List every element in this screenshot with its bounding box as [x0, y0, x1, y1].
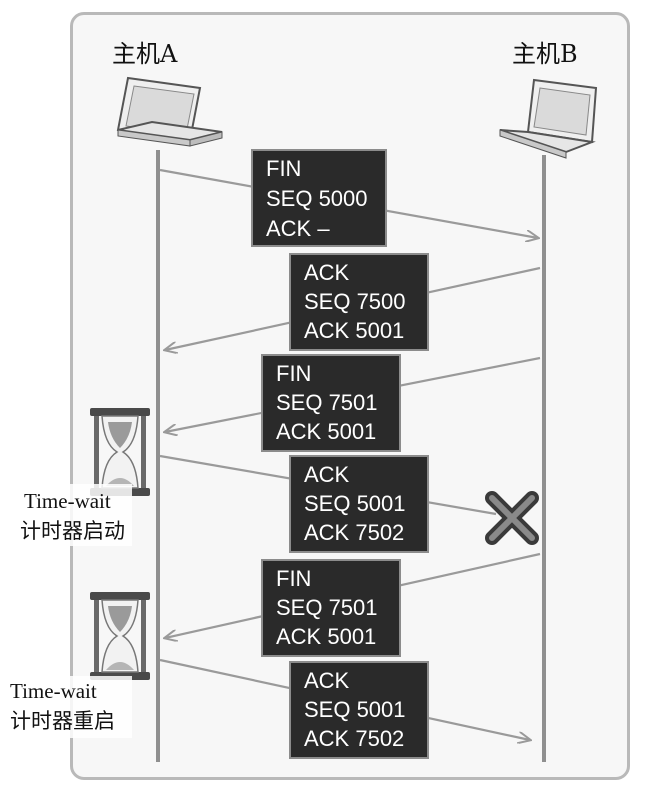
packet-line: SEQ 5000 [266, 186, 368, 211]
packet-line: ACK [304, 668, 350, 693]
laptop-icon [499, 78, 598, 159]
packet-line: ACK [304, 462, 350, 487]
packet-box: FIN SEQ 5000 ACK – [251, 149, 387, 247]
packet-line: FIN [266, 156, 301, 181]
packet-line: SEQ 5001 [304, 697, 406, 722]
packet-line: FIN [276, 361, 311, 386]
timer-label-backing [16, 484, 132, 546]
packet-line: ACK 5001 [304, 318, 404, 343]
packet-line: SEQ 7500 [304, 289, 406, 314]
host-b-label: 主机B [512, 40, 578, 68]
timer-restart-label-line1: Time-wait [10, 679, 97, 703]
laptop-icon [116, 76, 223, 147]
timer-label-backing [4, 676, 132, 738]
hourglass-icon [90, 592, 150, 680]
packet-line: SEQ 7501 [276, 595, 378, 620]
timer-restart-label-line2: 计时器重启 [10, 709, 115, 733]
packet-line: ACK 7502 [304, 520, 404, 545]
timer-start-label-line2: 计时器启动 [20, 519, 125, 543]
packet-line: ACK – [266, 216, 330, 241]
packet-line: FIN [276, 566, 311, 591]
packet-box: FIN SEQ 7501 ACK 5001 [261, 559, 401, 657]
packet-box: ACK SEQ 5001 ACK 7502 [289, 455, 429, 553]
packet-line: ACK 5001 [276, 624, 376, 649]
x-mark-icon [485, 491, 539, 545]
host-a-label: 主机A [112, 40, 178, 68]
packet-box: FIN SEQ 7501 ACK 5001 [261, 354, 401, 452]
packet-box: ACK SEQ 7500 ACK 5001 [289, 253, 429, 351]
hourglass-icon [90, 408, 150, 496]
packet-line: ACK 5001 [276, 419, 376, 444]
packet-line: ACK [304, 260, 350, 285]
timer-start-label-line1: Time-wait [24, 489, 111, 513]
packet-box: ACK SEQ 5001 ACK 7502 [289, 661, 429, 759]
packet-line: SEQ 7501 [276, 390, 378, 415]
packet-line: SEQ 5001 [304, 491, 406, 516]
packet-line: ACK 7502 [304, 726, 404, 751]
